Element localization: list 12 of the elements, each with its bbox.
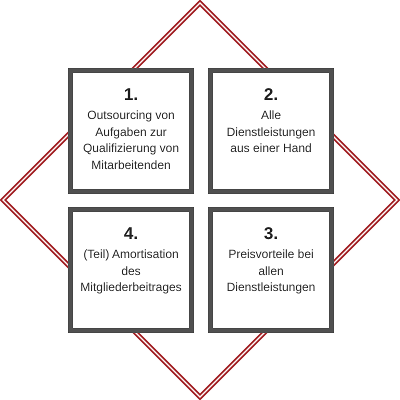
step-description: Preisvorteile bei allen Dienstleistungen (226, 246, 316, 296)
step-number: 2. (264, 85, 278, 105)
step-box (208, 207, 334, 333)
step-description: Alle Dienstleistungen aus einer Hand (226, 107, 316, 156)
step-box (208, 68, 334, 194)
step-description: (Teil) Amortisation des Mitgliederbeitrages (79, 246, 183, 296)
step-number: 4. (124, 224, 138, 244)
step-number: 3. (264, 224, 278, 244)
step-description: Outsourcing von Aufgaben zur Qualifizierung von Mitarbeitenden (82, 107, 180, 173)
step-box (68, 68, 194, 194)
step-number: 1. (124, 85, 138, 105)
step-box (68, 207, 194, 333)
